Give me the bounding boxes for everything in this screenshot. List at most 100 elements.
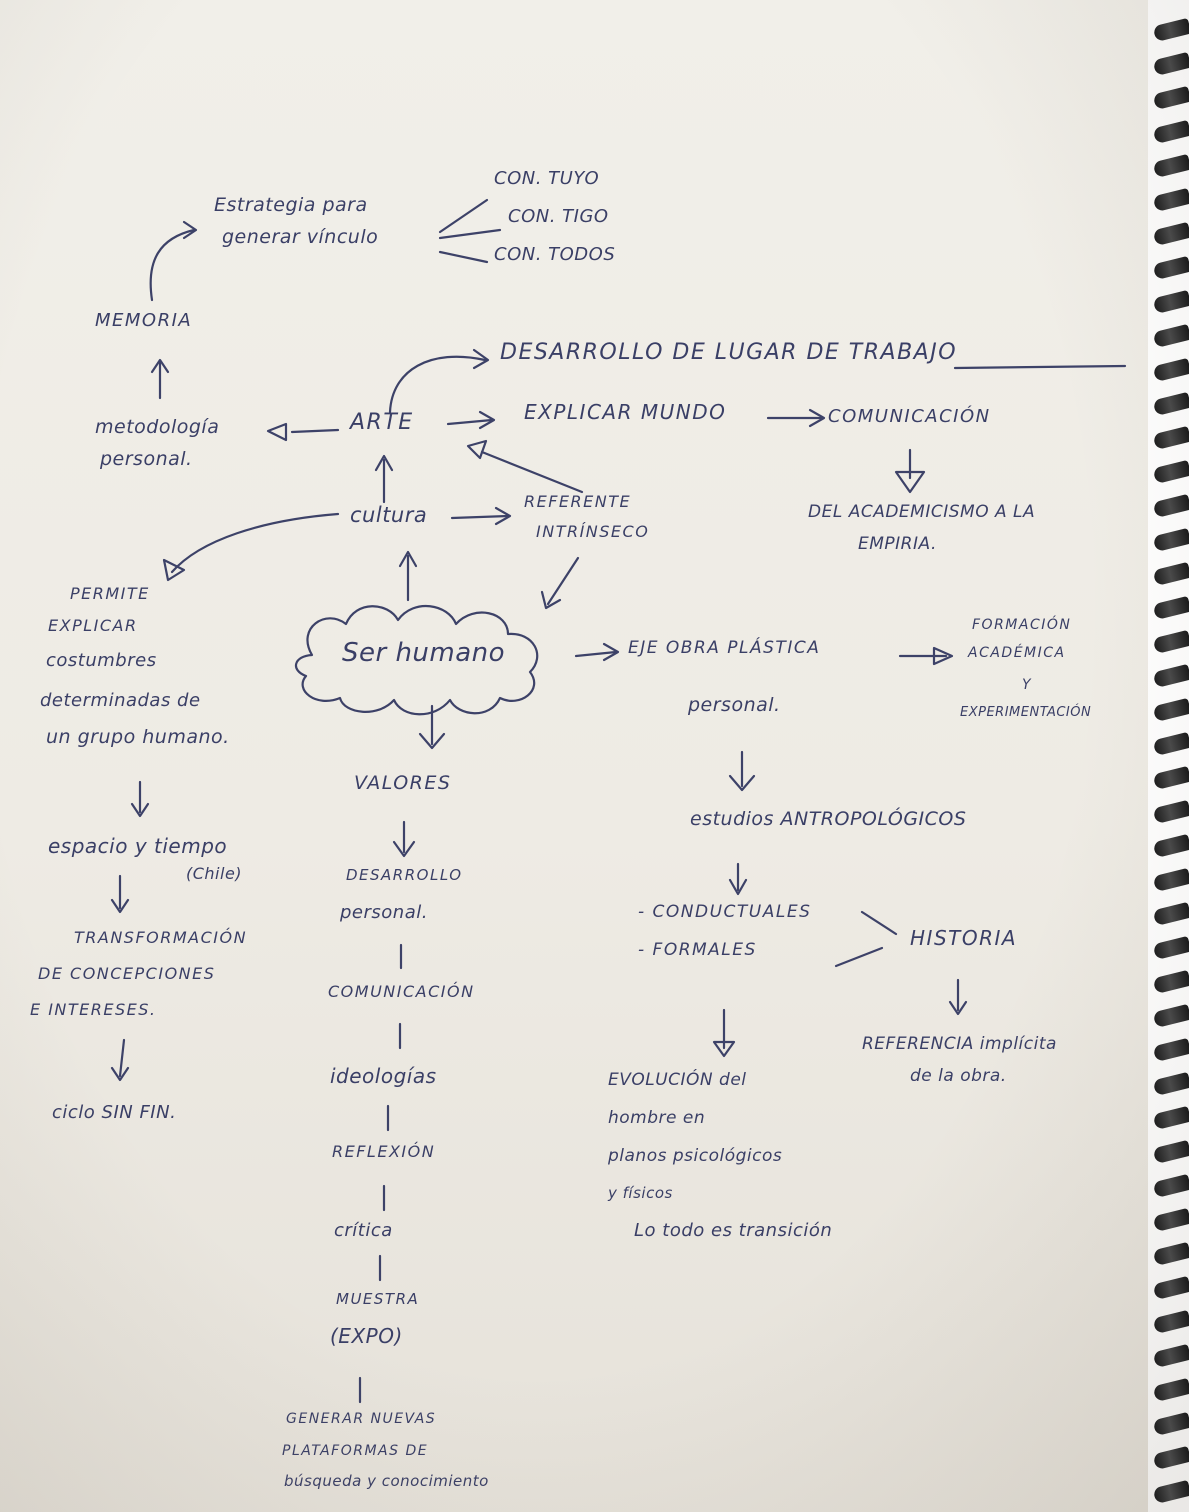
arrow-head-espacio [130, 802, 150, 818]
node-critica: crítica [334, 1220, 393, 1241]
node-estudios: estudios ANTROPOLÓGICOS [690, 808, 967, 830]
arrow-head-ciclo [110, 1066, 130, 1082]
node-cultura: cultura [350, 503, 428, 527]
node-comunicacion: COMUNICACIÓN [828, 406, 991, 427]
arrow-head-explicar [478, 410, 496, 430]
node-transformacion-line3: E INTERESES. [30, 1000, 157, 1019]
arrow-head-taller [472, 348, 490, 370]
arrow-cultura-permite [170, 512, 340, 574]
node-metodologia-line2: personal. [100, 448, 193, 470]
node-referencia-line1: REFERENCIA implícita [862, 1034, 1057, 1054]
arrow-referente-arte [480, 450, 584, 494]
node-permite-line2: EXPLICAR [48, 616, 138, 635]
node-permite-line3: costumbres [46, 650, 157, 671]
node-evolucion-line2: hombre en [608, 1108, 706, 1128]
arrow-head-formacion [932, 646, 954, 666]
node-transformacion-line2: DE CONCEPCIONES [38, 964, 216, 983]
arrow-arte-explicar [446, 418, 494, 426]
node-transformacion-line1: TRANSFORMACIÓN [74, 928, 248, 947]
node-muestra-line1: MUESTRA [336, 1290, 420, 1308]
arrow-head-evolucion [712, 1040, 736, 1058]
node-con-tuyo: CON. TUYO [494, 168, 600, 189]
node-chile: (Chile) [186, 864, 243, 883]
node-permite-line1: PERMITE [70, 584, 150, 603]
arrow-head-comunicacion [808, 408, 826, 428]
node-evolucion-line3: planos psicológicos [608, 1146, 783, 1166]
arrow-arte-taller [388, 355, 487, 414]
link-conductuales-historia [860, 910, 898, 936]
arrow-head-permite [162, 558, 186, 582]
node-formacion-line3: Y [1022, 677, 1032, 693]
node-ciclo: ciclo SIN FIN. [52, 1102, 177, 1123]
node-con-todos: CON. TODOS [494, 244, 616, 265]
arrow-cultura-referente [450, 514, 510, 520]
node-comunicacion-2: COMUNICACIÓN [328, 982, 475, 1001]
node-academicismo-line1: DEL ACADEMICISMO A LA [808, 502, 1036, 522]
node-desarrollo-personal-line1: DESARROLLO [346, 866, 463, 884]
node-muestra-line2: (EXPO) [330, 1324, 403, 1348]
arrow-head-conductuales [728, 878, 748, 896]
arrow-arte-metodologia [290, 428, 340, 434]
node-transicion: Lo todo es transición [634, 1220, 833, 1241]
arrow-transformacion-ciclo [118, 1038, 126, 1078]
arrow-head-arte [374, 454, 394, 472]
arrow-head-ser [540, 590, 562, 610]
node-eje-obra-line2: personal. [688, 694, 781, 716]
node-conductuales: - CONDUCTUALES [638, 902, 812, 922]
node-evolucion-line1: EVOLUCIÓN del [608, 1070, 747, 1090]
branch-con-todos [438, 250, 489, 264]
arrow-head-eje [602, 642, 620, 662]
arrow-head-estudios [728, 774, 756, 792]
node-valores: VALORES [354, 772, 452, 794]
arrow-ser-eje [574, 650, 618, 658]
arrow-head-memoria [150, 358, 170, 374]
node-ideologias: ideologías [330, 1064, 437, 1088]
arrow-head-referencia [948, 1000, 968, 1016]
node-generar-line3: búsqueda y conocimiento [284, 1472, 489, 1490]
node-historia: HISTORIA [910, 926, 1018, 950]
node-generar-line2: PLATAFORMAS DE [282, 1443, 429, 1459]
node-formacion-line1: FORMACIÓN [972, 617, 1072, 633]
node-generar-line1: GENERAR NUEVAS [286, 1411, 437, 1427]
node-arte: ARTE [350, 410, 414, 435]
arrow-referente-ser [546, 556, 580, 606]
node-con-tigo: CON. TIGO [508, 206, 609, 227]
branch-con-tigo [438, 228, 502, 240]
arrow-head-estrategia [182, 220, 198, 240]
taller-extension-line [953, 364, 1127, 370]
arrow-head-referente [494, 506, 512, 526]
node-estrategia-line2: generar vínculo [222, 226, 379, 248]
node-memoria: MEMORIA [95, 310, 193, 331]
node-referente-line2: INTRÍNSECO [536, 522, 650, 541]
node-formacion-line2: ACADÉMICA [968, 645, 1066, 661]
arrow-head-transformacion [110, 898, 130, 914]
node-permite-line5: un grupo humano. [46, 726, 230, 748]
ser-humano-cloud [295, 605, 539, 716]
node-referente-line1: REFERENTE [524, 492, 632, 511]
arrow-head-academicismo [894, 470, 926, 494]
node-desarrollo-taller: DESARROLLO DE LUGAR DE TRABAJO [500, 340, 958, 365]
branch-con-tuyo [438, 198, 489, 234]
node-formacion-line4: EXPERIMENTACIÓN [960, 705, 1092, 720]
arrow-head-cultura [398, 550, 418, 568]
node-desarrollo-personal-line2: personal. [340, 902, 428, 923]
node-estrategia-line1: Estrategia para [214, 194, 368, 216]
node-permite-line4: determinadas de [40, 690, 201, 711]
node-metodologia-line1: metodología [95, 416, 220, 438]
link-formales-historia [834, 946, 884, 968]
node-referencia-line2: de la obra. [910, 1066, 1007, 1086]
node-formales: - FORMALES [638, 940, 757, 960]
node-eje-obra-line1: EJE OBRA PLÁSTICA [628, 638, 821, 658]
arrow-head-arte-2 [466, 439, 488, 460]
arrow-head-desarrollo [392, 840, 416, 858]
node-academicismo-line2: EMPIRIA. [858, 534, 937, 554]
node-ser-humano: Ser humano [342, 638, 506, 668]
arrow-head-valores [418, 732, 446, 750]
node-espacio-tiempo: espacio y tiempo [48, 834, 228, 858]
arrow-head-metodologia [266, 422, 288, 442]
node-explicar-mundo: EXPLICAR MUNDO [524, 400, 727, 424]
arrow-memoria-estrategia [149, 228, 196, 302]
node-reflexion: REFLEXIÓN [332, 1142, 436, 1161]
